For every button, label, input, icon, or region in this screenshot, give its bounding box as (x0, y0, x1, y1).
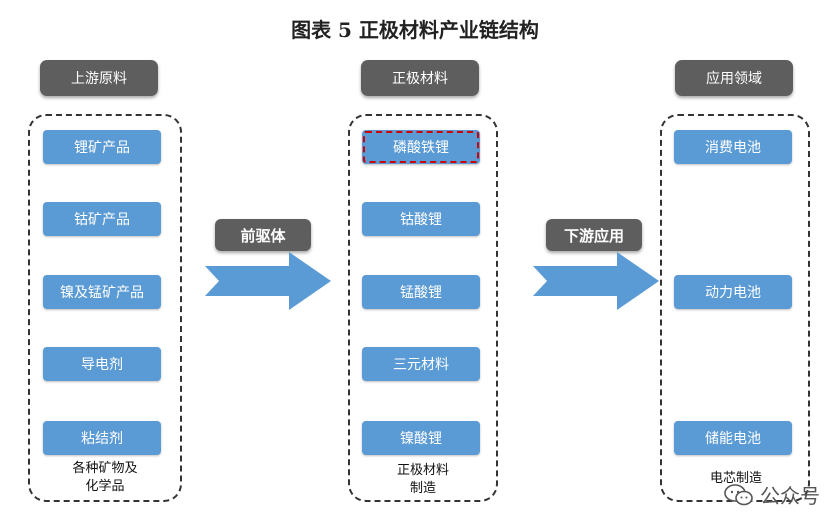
wechat-icon (724, 483, 753, 505)
arrow-label-precursor: 前驱体 (215, 219, 311, 251)
diagram-title: 图表 5 正极材料产业链结构 (291, 18, 539, 42)
upstream-frame (28, 114, 182, 502)
watermark-text: 公众号 (760, 484, 820, 508)
cathode-caption-line1: 正极材料 (396, 463, 449, 478)
upstream-item-nickel-manganese-ore: 镍及锰矿产品 (43, 275, 161, 309)
header-cathode: 正极材料 (361, 60, 479, 96)
arrow-right-icon (533, 252, 659, 310)
cathode-item-lfp: 磷酸铁锂 (362, 130, 480, 164)
cathode-item-lno: 镍酸锂 (362, 421, 480, 455)
application-item-storage-battery: 储能电池 (674, 421, 792, 455)
application-item-power-battery: 动力电池 (674, 275, 792, 309)
upstream-item-cobalt-ore: 钴矿产品 (43, 202, 161, 236)
application-caption: 电芯制造 (709, 471, 762, 486)
upstream-caption-line2: 化学品 (85, 479, 125, 494)
cathode-caption: 正极材料 制造 (358, 462, 488, 498)
cathode-item-lmo: 锰酸锂 (362, 275, 480, 309)
upstream-item-conductive-agent: 导电剂 (43, 347, 161, 381)
upstream-item-binder: 粘结剂 (43, 421, 161, 455)
header-upstream: 上游原料 (40, 60, 158, 96)
arrow-label-downstream: 下游应用 (546, 219, 642, 251)
cathode-item-lco: 钴酸锂 (362, 202, 480, 236)
upstream-caption: 各种矿物及 化学品 (40, 460, 170, 496)
watermark: 公众号 (724, 480, 820, 509)
upstream-caption-line1: 各种矿物及 (72, 461, 138, 476)
arrow-right-icon (205, 252, 331, 310)
upstream-item-lithium-ore: 锂矿产品 (43, 130, 161, 164)
cathode-item-ternary: 三元材料 (362, 347, 480, 381)
header-application: 应用领域 (675, 60, 793, 96)
cathode-frame (348, 114, 498, 502)
cathode-caption-line2: 制造 (409, 481, 436, 496)
application-item-consumer-battery: 消费电池 (674, 130, 792, 164)
